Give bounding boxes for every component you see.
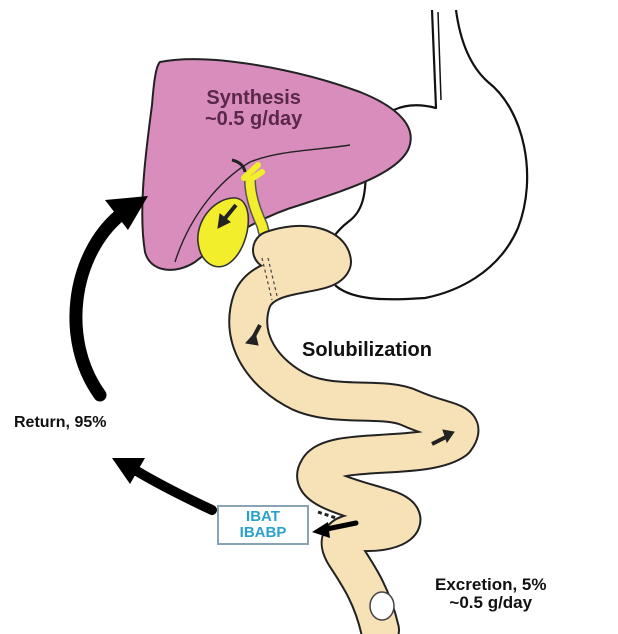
solubilization-label: Solubilization	[302, 340, 432, 361]
excretion-label: Excretion, 5% ~0.5 g/day	[435, 576, 547, 612]
excretion-rate: ~0.5 g/day	[435, 594, 547, 612]
synthesis-title: Synthesis	[205, 88, 302, 109]
ibabp-label: IBABP	[240, 525, 287, 542]
synthesis-rate: ~0.5 g/day	[205, 109, 302, 130]
ibat-to-return-arrow	[135, 470, 212, 510]
ibat-label: IBAT	[246, 509, 280, 526]
return-label: Return, 95%	[14, 415, 106, 432]
return-arrow	[76, 215, 120, 395]
excretion-title: Excretion, 5%	[435, 576, 547, 594]
transporter-box: IBAT IBABP	[217, 505, 309, 545]
synthesis-label: Synthesis ~0.5 g/day	[205, 88, 302, 130]
excretion-outlet	[370, 592, 394, 620]
